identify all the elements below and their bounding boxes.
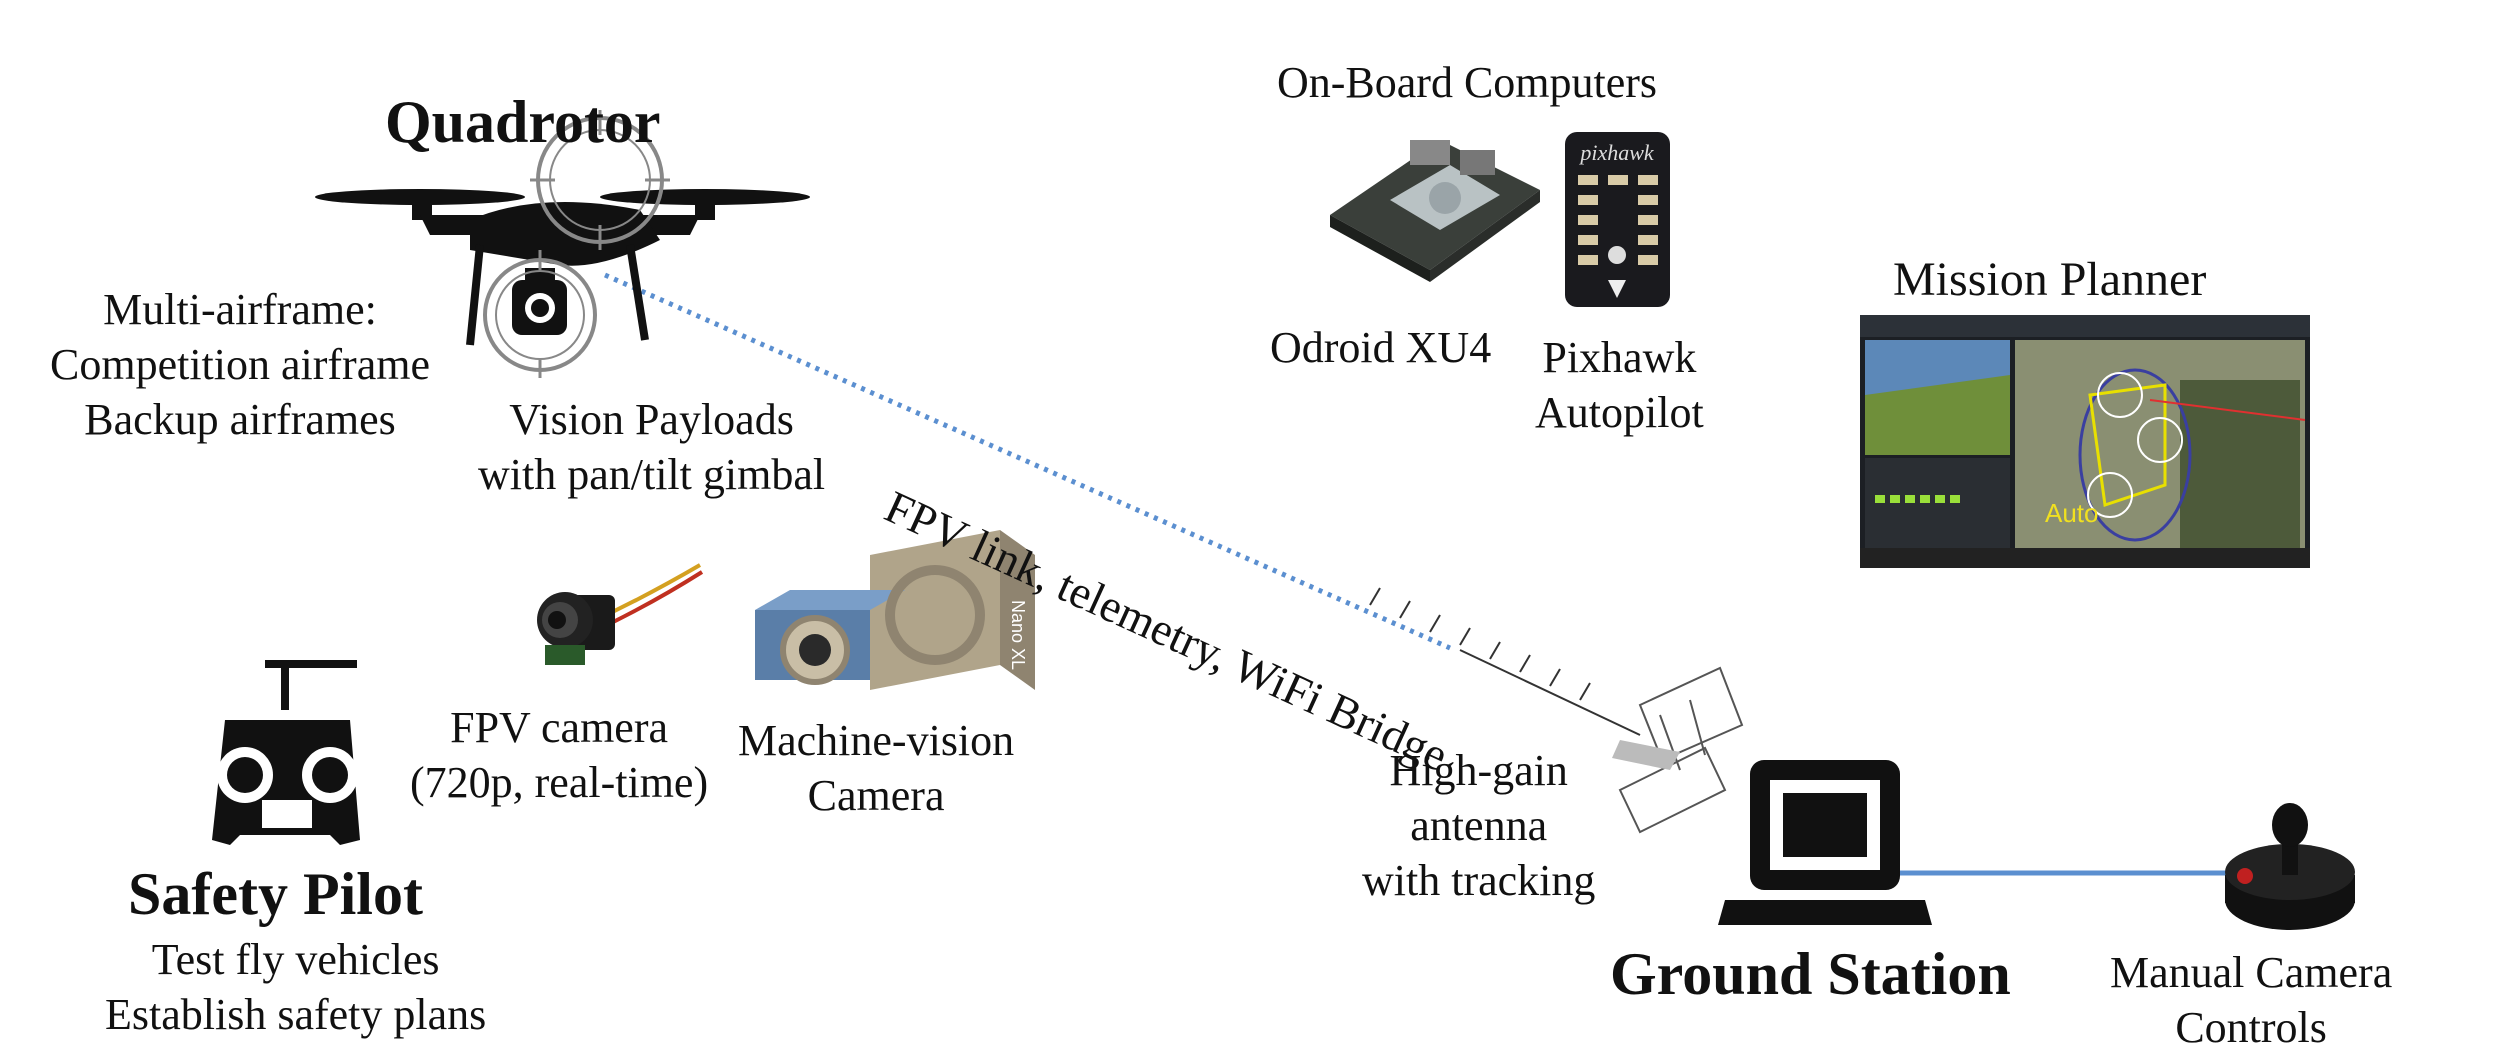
laptop-icon — [1718, 760, 1932, 925]
manual-camera-line-1: Manual Camera — [2110, 948, 2393, 997]
pixhawk-line-2: Autopilot — [1535, 388, 1704, 437]
manual-camera-label: Manual Camera Controls — [2110, 945, 2392, 1055]
quadrotor-title: Quadrotor — [385, 89, 661, 155]
machine-vision-line-1: Machine-vision — [738, 716, 1015, 765]
mission-planner-label: Mission Planner — [1893, 253, 2207, 306]
fpv-camera-icon — [537, 563, 704, 665]
ground-station-title: Ground Station — [1610, 941, 2011, 1007]
multi-airframe-label: Multi-airframe: Competition airframe Bac… — [50, 282, 430, 447]
vision-payloads-line-2: with pan/tilt gimbal — [478, 450, 826, 499]
onboard-computers-label: On-Board Computers — [1277, 58, 1658, 107]
antenna-line-2: antenna — [1410, 801, 1548, 850]
machine-vision-line-2: Camera — [807, 771, 945, 820]
machine-vision-label: Machine-vision Camera — [738, 713, 1014, 823]
multi-airframe-line-2: Competition airframe — [50, 340, 430, 389]
vision-payloads-label: Vision Payloads with pan/tilt gimbal — [478, 392, 825, 502]
machine-vision-camera-icon — [755, 530, 1035, 690]
fpv-link-line — [603, 272, 1452, 651]
signal-ticks — [1369, 587, 1641, 736]
quadrotor-icon — [315, 110, 810, 378]
fpv-camera-line-1: FPV camera — [450, 703, 669, 752]
mission-planner-screenshot — [1860, 315, 2310, 568]
safety-pilot-desc: Test fly vehicles Establish safety plans — [105, 932, 486, 1042]
mission-planner-mode: Auto — [2045, 498, 2099, 528]
machine-vision-brand: Nano XL — [1008, 600, 1028, 670]
safety-pilot-title: Safety Pilot — [128, 861, 423, 927]
safety-pilot-line-1: Test fly vehicles — [151, 935, 440, 984]
pixhawk-line-1: Pixhawk — [1542, 333, 1697, 382]
rc-transmitter-icon — [212, 660, 360, 845]
pixhawk-label: Pixhawk Autopilot — [1535, 330, 1704, 440]
odroid-label: Odroid XU4 — [1270, 323, 1492, 372]
safety-pilot-line-2: Establish safety plans — [105, 990, 487, 1039]
antenna-icon — [1612, 666, 1744, 834]
fpv-camera-label: FPV camera (720p, real-time) — [410, 700, 708, 810]
fpv-camera-line-2: (720p, real-time) — [410, 758, 709, 807]
odroid-board-icon — [1330, 140, 1540, 282]
antenna-line-3: with tracking — [1362, 856, 1596, 905]
manual-camera-line-2: Controls — [2175, 1003, 2327, 1052]
joystick-icon — [2225, 803, 2355, 930]
antenna-line-1: High-gain — [1389, 746, 1568, 795]
pixhawk-logo-text: pixhawk — [1578, 140, 1655, 165]
antenna-label: High-gain antenna with tracking — [1362, 743, 1595, 908]
vision-payloads-line-1: Vision Payloads — [509, 395, 794, 444]
pixhawk-icon — [1565, 132, 1670, 307]
multi-airframe-line-1: Multi-airframe: — [103, 285, 377, 334]
multi-airframe-line-3: Backup airframes — [84, 395, 396, 444]
